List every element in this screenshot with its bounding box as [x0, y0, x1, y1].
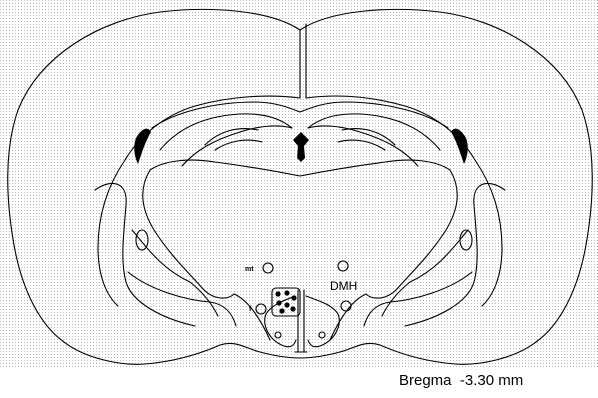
- injection-dot: [284, 290, 289, 295]
- stippled-background: [0, 0, 598, 368]
- injection-dot: [279, 308, 284, 313]
- injection-dot: [275, 291, 280, 296]
- injection-dot: [276, 300, 281, 305]
- label-dmh: DMH: [330, 279, 357, 293]
- injection-dot: [291, 295, 296, 300]
- injection-dot: [290, 306, 295, 311]
- injection-dot: [284, 302, 289, 307]
- bregma-caption: Bregma -3.30 mm: [399, 372, 523, 389]
- label-mt: mt: [245, 266, 254, 273]
